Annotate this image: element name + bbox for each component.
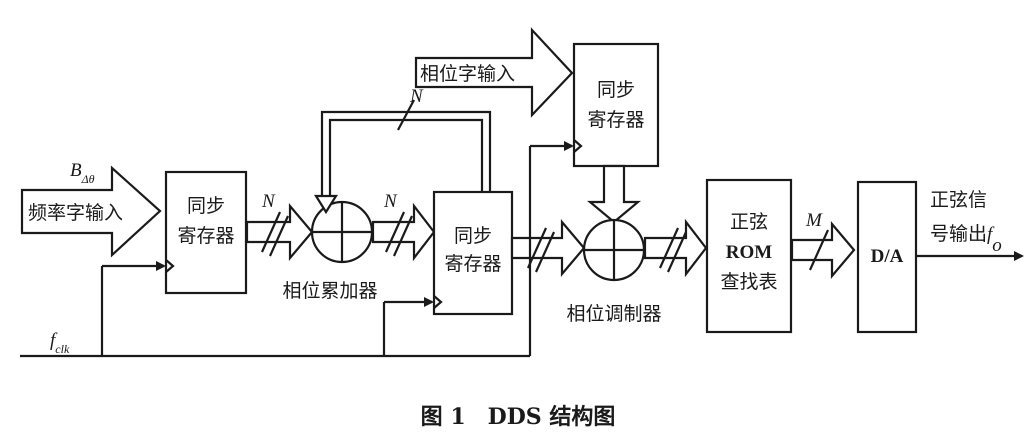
dac-label: D/A xyxy=(871,246,904,267)
output-label-line1: 正弦信 xyxy=(930,189,987,211)
phase-accumulator-adder xyxy=(310,200,374,264)
output-subscript: o xyxy=(992,235,1002,256)
bus-width-n-2: N xyxy=(383,191,398,212)
feedback-path xyxy=(314,99,492,215)
freq-word-subscript: Δθ xyxy=(81,172,95,186)
phase-modulator-label: 相位调制器 xyxy=(566,303,661,325)
phase-accumulator-label: 相位累加器 xyxy=(282,280,377,302)
phase-modulator-adder xyxy=(582,218,646,282)
bus-reg1-to-accumulator xyxy=(245,202,314,262)
freq-word-symbol: B xyxy=(70,160,82,181)
sync-register-3-line2: 寄存器 xyxy=(587,109,644,131)
phase-word-label: 相位字输入 xyxy=(420,63,515,85)
sync-register-3-line1: 同步 xyxy=(597,79,635,101)
bus-accumulator-to-reg2 xyxy=(371,202,436,262)
bus-rom-to-dac xyxy=(790,220,856,280)
output-symbol: f xyxy=(987,224,995,245)
phase-word-input-arrow xyxy=(414,27,574,118)
rom-line3: 查找表 xyxy=(720,271,777,293)
freq-word-label: 频率字输入 xyxy=(28,202,123,224)
sine-rom-lookup-table xyxy=(705,178,793,334)
rom-line1: 正弦 xyxy=(730,211,768,233)
clock-subscript: clk xyxy=(55,342,70,356)
bus-modulator-to-rom xyxy=(643,218,708,278)
clock-symbol: f xyxy=(50,330,58,351)
svg-text:BΔθ: BΔθ xyxy=(70,160,95,186)
svg-text:号输出fo: 号输出fo xyxy=(930,223,1002,256)
freq-word-input-arrow xyxy=(20,165,162,258)
sync-register-3 xyxy=(572,42,660,168)
bus-width-n-1: N xyxy=(261,191,276,212)
bus-reg3-to-modulator xyxy=(586,164,642,224)
sync-register-2-line2: 寄存器 xyxy=(444,253,501,275)
output-label-line2: 号输出 xyxy=(930,223,987,245)
sync-register-1-line1: 同步 xyxy=(187,195,225,217)
svg-text:fclk: fclk xyxy=(50,330,70,356)
sync-register-2-line1: 同步 xyxy=(454,225,492,247)
figure-caption: 图 1 DDS 结构图 xyxy=(421,404,616,430)
bus-width-n-feedback: N xyxy=(409,86,424,107)
rom-line2: ROM xyxy=(726,242,773,263)
bus-width-m: M xyxy=(805,210,823,231)
clock-lines xyxy=(20,139,583,358)
sync-register-1-line2: 寄存器 xyxy=(177,225,234,247)
